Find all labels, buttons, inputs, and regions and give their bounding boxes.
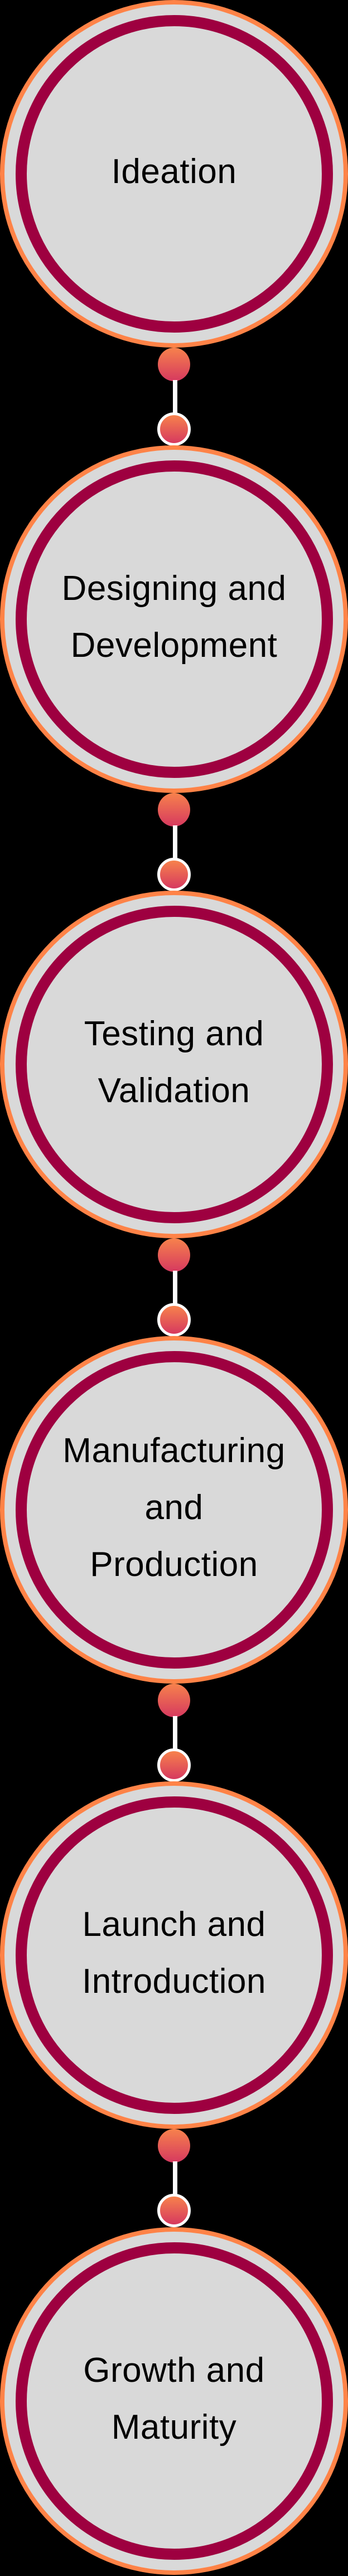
connector-1-2: [0, 348, 348, 446]
connector-line: [173, 1716, 177, 1751]
stage-manufacturing-and-production: Manufacturing and Production: [0, 1336, 348, 1684]
stage-designing-and-development: Designing and Development: [0, 445, 348, 793]
connector-dot-icon: [157, 858, 191, 891]
stage-growth-and-maturity: Growth and Maturity: [0, 2227, 348, 2575]
stage-label-text: Growth and Maturity: [83, 2351, 265, 2447]
connector-dot-icon: [158, 348, 190, 381]
connector-line: [173, 380, 177, 415]
stage-label-text: Ideation: [111, 152, 237, 191]
stage-label-text: Launch and Introduction: [82, 1905, 266, 2001]
inner-ring: [16, 2242, 333, 2560]
stage-launch-and-introduction: Launch and Introduction: [0, 1781, 348, 2129]
stage-ideation: Ideation: [0, 0, 348, 348]
connector-dot-icon: [157, 1303, 191, 1337]
stage-label: Testing and Validation: [22, 891, 326, 1234]
connector-line: [173, 1271, 177, 1305]
connector-line: [173, 825, 177, 860]
connector-dot-icon: [157, 2194, 191, 2227]
stage-label-text: Designing and Development: [61, 569, 287, 665]
connector-dot-icon: [158, 1684, 190, 1717]
stage-label: Ideation: [22, 0, 326, 343]
connector-dot-icon: [158, 2129, 190, 2162]
stage-label: Launch and Introduction: [22, 1781, 326, 2125]
stage-label-text: Manufacturing and Production: [62, 1431, 286, 1584]
connector-dot-icon: [157, 412, 191, 446]
connector-5-6: [0, 2129, 348, 2227]
stage-label: Designing and Development: [22, 445, 326, 789]
connector-dot-icon: [158, 793, 190, 826]
stage-testing-and-validation: Testing and Validation: [0, 891, 348, 1238]
connector-dot-icon: [158, 1238, 190, 1272]
stage-label: Manufacturing and Production: [22, 1336, 326, 1679]
connector-dot-icon: [157, 1748, 191, 1782]
connector-4-5: [0, 1684, 348, 1782]
stage-label-text: Testing and Validation: [84, 1014, 264, 1110]
connector-line: [173, 2161, 177, 2196]
stage-label: Growth and Maturity: [22, 2227, 326, 2570]
connector-3-4: [0, 1238, 348, 1337]
connector-2-3: [0, 793, 348, 891]
